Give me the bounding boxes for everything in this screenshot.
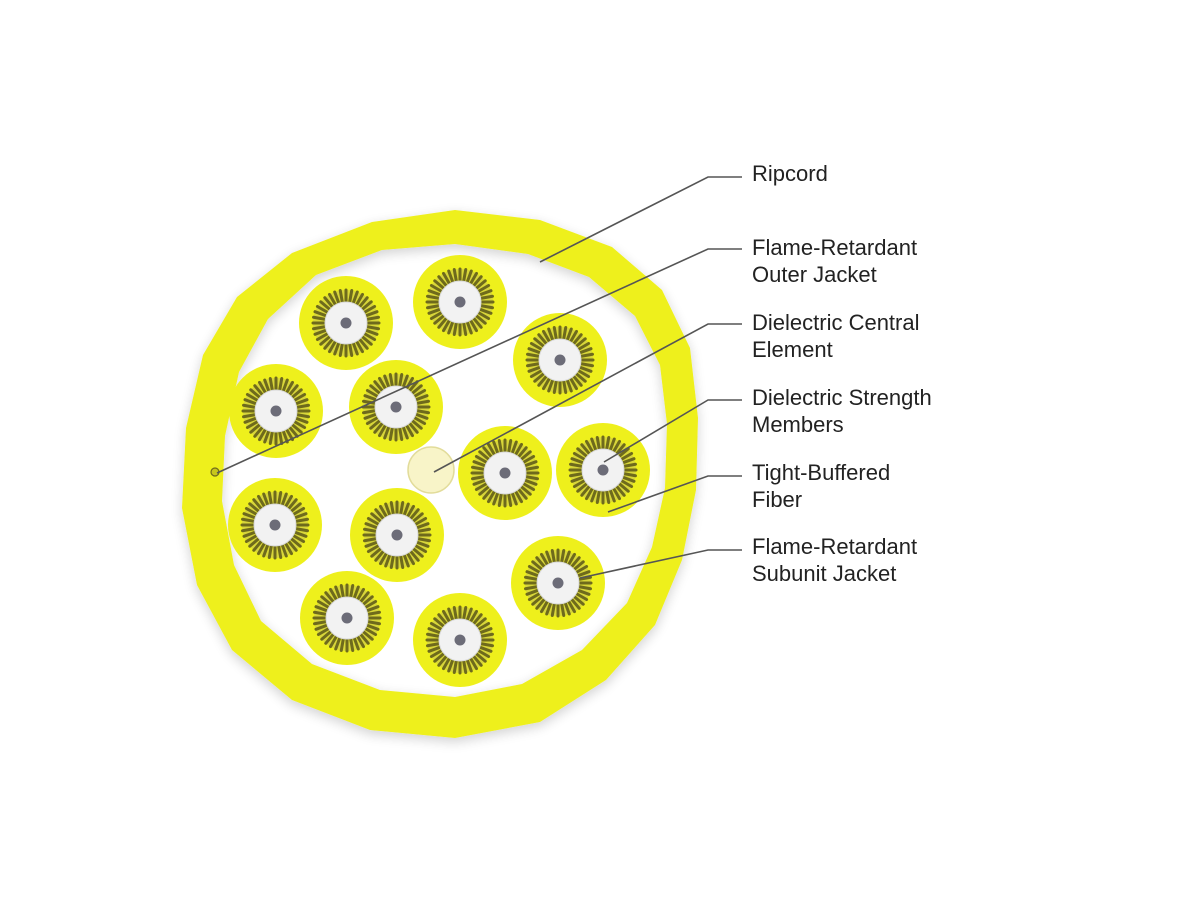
label-central-element: Dielectric Central Element <box>752 310 926 362</box>
fiber-subunit-icon <box>300 571 394 665</box>
leader-subunit-jacket <box>579 549 742 579</box>
fiber-core <box>269 519 281 531</box>
fiber-subunit-icon <box>349 360 443 454</box>
fiber-core <box>597 464 609 476</box>
label-tight-buffered-fiber: Tight-Buffered Fiber <box>752 460 896 512</box>
label-subunit-jacket: Flame-Retardant Subunit Jacket <box>752 534 923 586</box>
label-central-element-line-1: Dielectric Central <box>752 310 920 335</box>
strength-member-strands <box>523 548 593 618</box>
strength-member-strands <box>425 605 495 675</box>
fiber-subunit-icon <box>299 276 393 370</box>
strength-member-strands <box>362 500 432 570</box>
fiber-subunit-icon <box>350 488 444 582</box>
strength-member-strands <box>470 438 540 508</box>
strength-member-strands <box>241 376 311 446</box>
strength-member-strands <box>525 325 595 395</box>
label-outer-jacket-line-2: Outer Jacket <box>752 262 877 287</box>
leader-strength-members <box>603 399 742 463</box>
leader-tight-buffered-fiber <box>607 475 742 513</box>
fiber-core <box>390 401 402 413</box>
fiber-subunit-icon <box>458 426 552 520</box>
label-ripcord: Ripcord <box>752 161 828 186</box>
strength-member-strands <box>425 267 495 337</box>
leader-ripcord <box>539 176 742 263</box>
fiber-core <box>341 612 353 624</box>
label-subunit-jacket-line-2: Subunit Jacket <box>752 561 896 586</box>
label-ripcord-line-1: Ripcord <box>752 161 828 186</box>
label-tight-buffered-fiber-line-2: Fiber <box>752 487 802 512</box>
label-strength-members-line-1: Dielectric Strength <box>752 385 932 410</box>
label-strength-members-line-2: Members <box>752 412 844 437</box>
fiber-subunit-icon <box>511 536 605 630</box>
dielectric-central-element <box>407 446 455 494</box>
fiber-subunit-icon <box>228 478 322 572</box>
fiber-subunit-icon <box>413 255 507 349</box>
leader-central-element <box>433 323 742 473</box>
strength-member-strands <box>361 372 431 442</box>
callout-labels: Ripcord Flame-Retardant Outer Jacket Die… <box>752 161 938 586</box>
label-central-element-line-2: Element <box>752 337 833 362</box>
fiber-core <box>340 317 352 329</box>
strength-member-strands <box>311 288 381 358</box>
fiber-core <box>554 354 566 366</box>
fiber-core <box>499 467 511 479</box>
label-subunit-jacket-line-1: Flame-Retardant <box>752 534 917 559</box>
fiber-core <box>454 634 466 646</box>
label-outer-jacket-line-1: Flame-Retardant <box>752 235 917 260</box>
fiber-core <box>391 529 403 541</box>
label-tight-buffered-fiber-line-1: Tight-Buffered <box>752 460 890 485</box>
strength-member-strands <box>240 490 310 560</box>
fiber-core <box>454 296 466 308</box>
fiber-subunit-icon <box>413 593 507 687</box>
strength-member-strands <box>312 583 382 653</box>
fiber-subunit-icon <box>556 423 650 517</box>
leader-lines <box>216 176 742 579</box>
fiber-subunit-icon <box>513 313 607 407</box>
strength-member-strands <box>568 435 638 505</box>
label-strength-members: Dielectric Strength Members <box>752 385 938 437</box>
label-outer-jacket: Flame-Retardant Outer Jacket <box>752 235 923 287</box>
fiber-subunit-icon <box>229 364 323 458</box>
fiber-core <box>270 405 282 417</box>
fiber-core <box>552 577 564 589</box>
leader-outer-jacket <box>216 248 742 474</box>
fiber-subunits <box>228 255 650 687</box>
